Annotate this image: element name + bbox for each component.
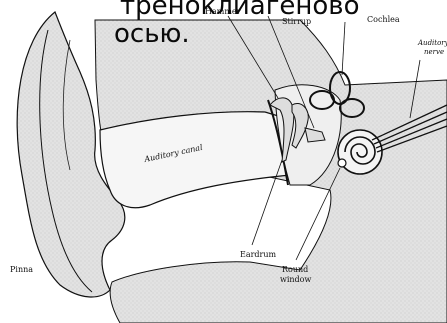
label-round-window-1: Round: [282, 265, 308, 274]
label-round-window-2: window: [280, 275, 311, 284]
label-cochlea: Cochlea: [367, 15, 400, 24]
overlay-text-line2: осью.: [114, 19, 190, 49]
label-pinna: Pinna: [10, 265, 33, 274]
cochlea-spiral: [338, 130, 382, 174]
auditory-canal: [100, 112, 290, 208]
label-auditory-nerve-2: nerve: [424, 48, 444, 56]
label-auditory-nerve-1: Auditory: [417, 39, 447, 47]
label-eardrum: Eardrum: [240, 250, 277, 259]
round-window: [338, 159, 346, 167]
overlay-text-line1: треноклиагеново: [120, 0, 360, 21]
